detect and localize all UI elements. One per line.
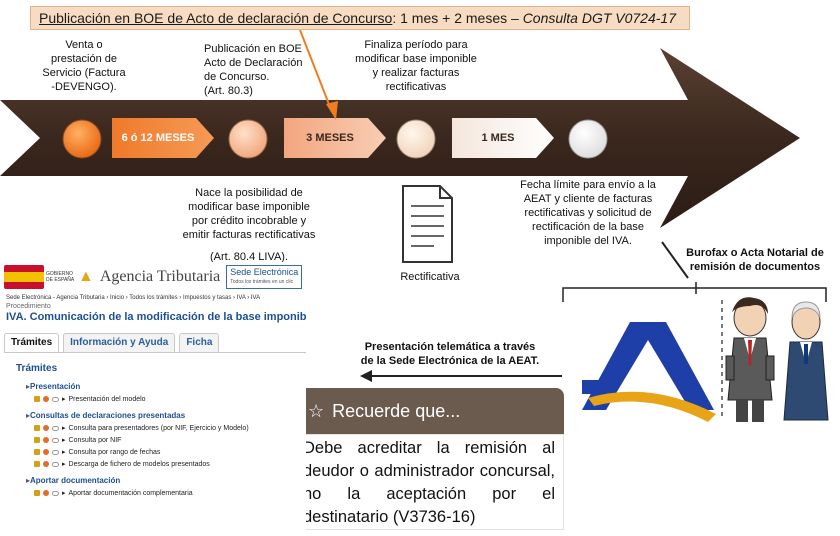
sede-electronica-badge[interactable]: Sede Electrónica Todos los trámites en u…	[226, 265, 303, 289]
procedimiento-label: Procedimiento	[6, 303, 51, 310]
lock-icon	[34, 461, 40, 467]
step-circle-3	[396, 119, 436, 159]
chevron-2-label: 3 MESES	[306, 132, 354, 144]
banner-main: Publicación en BOE de Acto de declaració…	[39, 10, 393, 26]
page-title: IVA. Comunicación de la modificación de …	[6, 311, 306, 323]
chevron-3	[452, 118, 554, 158]
aeat-header: GOBIERNO DE ESPAÑA ▲ Agencia Tributaria …	[0, 262, 306, 292]
tab-tramites[interactable]: Trámites	[4, 333, 60, 352]
recuerde-title: Recuerde que...	[332, 400, 461, 421]
aeat-logo	[582, 322, 716, 422]
document-icon	[402, 185, 453, 263]
step-circle-1	[62, 119, 102, 159]
lock-icon	[34, 396, 40, 402]
lock-icon	[34, 490, 40, 496]
cert-icon	[43, 425, 49, 431]
step1-text: Venta o prestación de Servicio (Factura …	[42, 39, 126, 93]
group-consultas[interactable]: Consultas de declaraciones presentadas	[26, 411, 306, 420]
cert-icon	[43, 437, 49, 443]
escudo-icon	[4, 265, 44, 289]
below1-art: (Art. 80.4 LIVA).	[209, 251, 289, 263]
glasses-icon	[52, 437, 59, 443]
pointer-arrow	[299, 29, 333, 113]
debtor-figure	[725, 297, 775, 422]
cert-icon	[43, 461, 49, 467]
list-item[interactable]: ▸Consulta para presentadores (por NIF, E…	[34, 424, 306, 432]
step3-text: Finaliza período para modificar base imp…	[355, 39, 477, 93]
gobierno-label: GOBIERNO DE ESPAÑA	[46, 271, 75, 283]
below2-text: Fecha límite para envío a la AEAT y clie…	[520, 179, 656, 247]
list-item[interactable]: ▸Consulta por rango de fechas	[34, 448, 306, 456]
lock-icon	[34, 425, 40, 431]
lock-icon	[34, 449, 40, 455]
notary-figure	[783, 301, 829, 421]
pin-icon: ☆	[308, 400, 325, 421]
bracket	[562, 287, 827, 302]
group-presentacion[interactable]: Presentación	[26, 382, 306, 391]
recuerde-body: Debe acreditar la remisión al deudor o a…	[294, 434, 564, 530]
lock-icon	[34, 437, 40, 443]
list-item[interactable]: ▸Descarga de fichero de modelos presenta…	[34, 460, 306, 468]
cert-icon	[43, 396, 49, 402]
title-banner: Publicación en BOE de Acto de declaració…	[30, 6, 690, 30]
list-item[interactable]: ▸Presentación del modelo	[34, 395, 306, 403]
step-circle-4	[568, 119, 608, 159]
glasses-icon	[52, 461, 59, 467]
below1-text: Nace la posibilidad de modificar base im…	[182, 187, 316, 241]
document-label: Rectificativa	[400, 271, 460, 283]
list-item[interactable]: ▸Aportar documentación complementaria	[34, 489, 306, 497]
banner-consulta: Consulta DGT V0724-17	[522, 10, 676, 26]
banner-duration: : 1 mes + 2 meses –	[392, 10, 523, 26]
tab-ficha[interactable]: Ficha	[179, 333, 220, 352]
at-logo-icon: ▲	[78, 268, 94, 285]
glasses-icon	[52, 396, 59, 402]
chevron-1-label: 6 ó 12 MESES	[121, 132, 195, 144]
aeat-sede-panel: GOBIERNO DE ESPAÑA ▲ Agencia Tributaria …	[0, 262, 306, 536]
aeat-name: Agencia Tributaria	[99, 268, 221, 285]
chevron-2	[284, 118, 386, 158]
glasses-icon	[52, 425, 59, 431]
tab-informacion[interactable]: Información y Ayuda	[63, 333, 176, 352]
breadcrumb[interactable]: Sede Electrónica - Agencia Tributaria › …	[6, 295, 261, 301]
step2-text: Publicación en BOE Acto de Declaración d…	[204, 43, 303, 97]
chevron-1	[112, 118, 214, 158]
chevron-3-label: 1 MES	[481, 132, 515, 144]
glasses-icon	[52, 449, 59, 455]
cert-icon	[43, 490, 49, 496]
burofax-text: Burofax o Acta Notarial de remisión de d…	[686, 247, 824, 273]
cert-icon	[43, 449, 49, 455]
list-item[interactable]: ▸Consulta por NIF	[34, 436, 306, 444]
section-title: Trámites	[16, 363, 58, 374]
group-aportar[interactable]: Aportar documentación	[26, 476, 306, 485]
step-circle-2	[228, 119, 268, 159]
tab-bar: Trámites Información y Ayuda Ficha	[4, 333, 306, 353]
presentacion-text: Presentación telemática a través de la S…	[360, 341, 540, 367]
glasses-icon	[52, 490, 59, 496]
recuerde-header: ☆ Recuerde que...	[294, 388, 564, 434]
